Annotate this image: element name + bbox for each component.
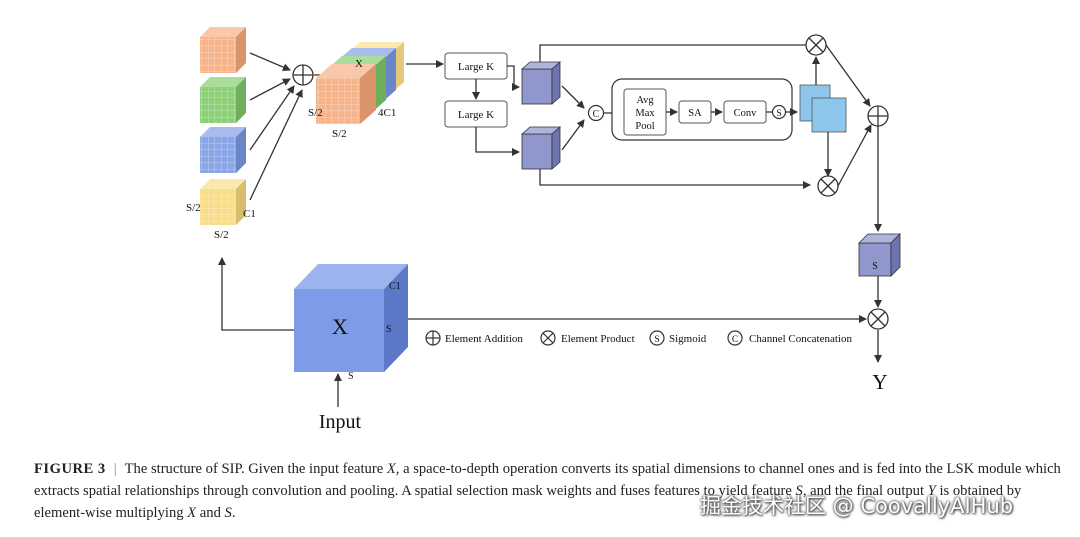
- element-addition-symbol-1: [292, 64, 314, 86]
- input-cube: [294, 264, 408, 372]
- output-y-label: Y: [872, 370, 887, 394]
- caption-var-x-2: X: [187, 505, 197, 521]
- legend-sigmoid-label: Sigmoid: [669, 333, 707, 345]
- legend-sigmoid-icon: [649, 330, 665, 346]
- caption-text-4: is obtained by element-wise multiplying: [34, 483, 1022, 521]
- element-product-symbol-3: [867, 308, 889, 330]
- caption-end: .: [231, 505, 236, 521]
- pool-pool-label: Pool: [635, 121, 654, 132]
- slice-cube-green: [200, 77, 246, 123]
- input-c1-label: C1: [389, 281, 401, 292]
- feature-cube-1: [520, 61, 562, 105]
- legend-concat-label: Channel Concatenation: [749, 333, 852, 345]
- caption-var-s-1: S: [795, 483, 803, 499]
- sigmoid-symbol: [771, 104, 787, 120]
- slice-arrows: [249, 52, 303, 201]
- slice-s2-left-label: S/2: [186, 202, 201, 214]
- stack-4c1-label: 4C1: [378, 107, 396, 119]
- element-addition-symbol-2: [867, 105, 889, 127]
- legend-sigmoid-symbol: S: [654, 335, 659, 345]
- stack-s2-bottom-label: S/2: [332, 128, 347, 140]
- legend-concat-symbol: C: [732, 335, 738, 345]
- element-product-symbol-2: [817, 175, 839, 197]
- stack-s2-left-label: S/2: [308, 107, 323, 119]
- conv-label: Conv: [734, 108, 758, 119]
- input-s-bottom-label: S: [348, 371, 354, 382]
- slice-cube-orange: [200, 27, 246, 73]
- caption-figure-number: FIGURE 3: [34, 461, 106, 477]
- input-label: Input: [319, 411, 362, 433]
- input-s-side-label: S: [386, 324, 392, 335]
- feature-cube-2: [520, 126, 562, 170]
- fusion-connectors: [825, 44, 882, 363]
- pool-max-label: Max: [635, 108, 655, 119]
- element-product-symbol-1: [805, 34, 827, 56]
- slice-cube-blue: [200, 127, 246, 173]
- slice-c1-label: C1: [243, 208, 256, 220]
- caption-var-s-2: S: [224, 505, 232, 521]
- sigmoid-symbol-label: S: [776, 109, 781, 119]
- pool-avg-label: Avg: [636, 95, 654, 106]
- stacked-cube: [316, 42, 404, 124]
- legend-concat-icon: [727, 330, 743, 346]
- large-k-connectors: [475, 65, 520, 156]
- concat-symbol-label: C: [593, 109, 600, 120]
- input-x-label: X: [332, 314, 348, 339]
- watermark: 掘金技术社区 @ CoovallyAIHub: [700, 494, 1014, 518]
- caption-text-2: , a space-to-depth operation converts it…: [34, 461, 1061, 499]
- caption-text-1: The structure of SIP. Given the input fe…: [124, 461, 384, 477]
- caption-var-y: Y: [927, 483, 936, 499]
- slice-cube-yellow: [200, 179, 246, 225]
- feature-s-cube: [858, 233, 901, 277]
- feature-s-label: S: [872, 261, 878, 272]
- caption-var-x-1: X: [386, 461, 396, 477]
- caption-text-3: , and the final output: [802, 483, 925, 499]
- caption-and: and: [199, 505, 221, 521]
- legend-addition-icon: [425, 330, 441, 346]
- mask-square-2: [811, 97, 847, 133]
- channel-concatenation-symbol: [587, 104, 605, 122]
- figure-caption: FIGURE 3 | The structure of SIP. Given the…: [34, 458, 1064, 524]
- legend-product-label: Element Product: [561, 333, 635, 345]
- sip-structure-diagram: S/2 C1 S/2 X S/2 4C1 S/2 Large K Large K: [186, 27, 901, 433]
- input-connectors: [218, 257, 867, 407]
- legend: Element Addition Element Product S Sigmo…: [425, 330, 852, 346]
- sa-label: SA: [688, 108, 702, 119]
- slice-s2-bottom-label: S/2: [214, 229, 229, 241]
- large-k-label-1: Large K: [458, 61, 494, 73]
- large-k-label-2: Large K: [458, 109, 494, 121]
- caption-separator: |: [113, 461, 117, 477]
- legend-product-icon: [540, 330, 556, 346]
- mask-connectors: [812, 56, 832, 177]
- legend-addition-label: Element Addition: [445, 333, 523, 345]
- stack-x-label: X: [355, 58, 363, 70]
